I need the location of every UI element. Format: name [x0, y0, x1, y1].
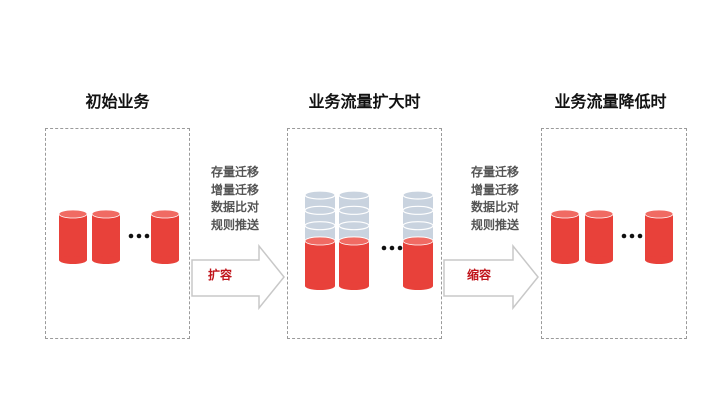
- scale-up-cylinders: [304, 190, 434, 290]
- stage-title-scale-up: 业务流量扩大时: [308, 92, 421, 111]
- operation-item: 规则推送: [211, 217, 260, 232]
- database-cylinder: [550, 209, 580, 264]
- database-cylinder-stack: [304, 190, 336, 290]
- operation-item: 数据比对: [471, 200, 520, 214]
- database-cylinder-stack: [338, 190, 370, 290]
- operations-list-expand: 存量迁移 增量迁移 数据比对 规则推送: [211, 164, 259, 234]
- ellipsis-dots-scale-down: [621, 233, 643, 239]
- shrink-arrow: [443, 243, 539, 311]
- operation-item: 增量迁移: [471, 182, 520, 197]
- database-cylinder: [584, 209, 614, 264]
- scale-down-cylinders: [550, 209, 674, 264]
- stage-box-scale-up: [287, 128, 442, 339]
- operation-item: 增量迁移: [211, 182, 260, 197]
- stage-box-scale-down: [541, 128, 687, 339]
- operation-item: 存量迁移: [211, 165, 260, 179]
- shrink-label: 缩容: [467, 268, 492, 282]
- stage-title-scale-down: 业务流量降低时: [554, 92, 667, 111]
- database-cylinder: [91, 209, 121, 264]
- database-cylinder: [150, 209, 180, 264]
- stage-title-initial: 初始业务: [85, 92, 150, 111]
- operation-item: 规则推送: [471, 217, 520, 232]
- expand-label: 扩容: [208, 268, 233, 282]
- initial-cylinders: [58, 209, 180, 264]
- stage-box-initial: [45, 128, 190, 339]
- ellipsis-dots-scale-up: [381, 245, 403, 251]
- ellipsis-dots-initial: [128, 233, 150, 239]
- operations-list-shrink: 存量迁移 增量迁移 数据比对 规则推送: [471, 164, 519, 234]
- database-cylinder-stack: [402, 190, 434, 290]
- operation-item: 存量迁移: [471, 165, 520, 179]
- database-cylinder: [644, 209, 674, 264]
- operation-item: 数据比对: [211, 200, 260, 214]
- database-cylinder: [58, 209, 88, 264]
- expand-arrow: [191, 243, 285, 311]
